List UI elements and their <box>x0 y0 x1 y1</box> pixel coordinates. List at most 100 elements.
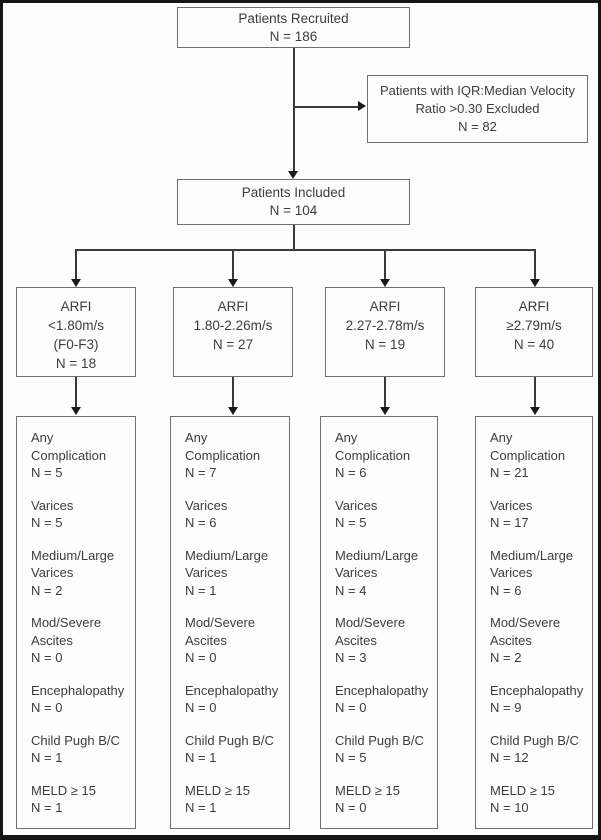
outcomes-box-1: Any Complication N = 5 Varices N = 5 Medium/… <box>16 416 136 829</box>
outcome-label: Child Pugh B/C <box>185 732 274 748</box>
outcome-item: Mod/Severe Ascites N = 0 <box>31 614 129 667</box>
arrowhead-outcomes-4 <box>530 407 540 415</box>
patients-included-box: Patients Included N = 104 <box>177 179 410 225</box>
drop-line-arm2 <box>232 249 234 279</box>
connector-arm4-outcomes <box>534 377 536 408</box>
box-text-line: (F0-F3) <box>53 337 99 352</box>
outcome-n-value: N = 5 <box>31 465 63 480</box>
outcome-label: Mod/Severe Ascites <box>185 615 256 648</box>
connector-arm3-outcomes <box>384 377 386 408</box>
box-text-line: N = 104 <box>269 203 318 218</box>
outcome-label: Encephalopathy <box>185 682 279 698</box>
outcome-label: Medium/Large Varices <box>490 547 574 581</box>
outcome-n-value: N = 2 <box>490 650 522 665</box>
outcome-n-value: N = 1 <box>185 800 217 815</box>
arrowhead-into-excluded <box>358 101 366 111</box>
arrowhead-arm4 <box>530 279 540 287</box>
box-text-line: N = 40 <box>513 337 555 352</box>
arrowhead-arm1 <box>71 279 81 287</box>
outcome-n-value: N = 5 <box>335 750 367 765</box>
outcome-label: Varices <box>335 497 378 513</box>
outcome-n-value: N = 0 <box>335 700 367 715</box>
arrowhead-arm3 <box>380 279 390 287</box>
outcome-item: Any Complication N = 21 <box>490 429 586 482</box>
box-text-line: 2.27-2.78m/s <box>345 318 425 333</box>
outcome-label: Child Pugh B/C <box>490 732 579 748</box>
outcome-label: MELD ≥ 15 <box>31 782 96 798</box>
outcome-n-value: N = 0 <box>31 650 63 665</box>
outcome-item: Varices N = 5 <box>31 497 129 532</box>
box-text-line: ARFI <box>60 299 92 314</box>
arrowhead-outcomes-2 <box>228 407 238 415</box>
box-text-line: N = 18 <box>55 356 97 371</box>
outcome-item: Any Complication N = 5 <box>31 429 129 482</box>
outcome-n-value: N = 3 <box>335 650 367 665</box>
arrowhead-outcomes-3 <box>380 407 390 415</box>
box-text-line: N = 82 <box>458 119 497 134</box>
outcome-label: Child Pugh B/C <box>31 732 120 748</box>
box-text-line: ARFI <box>518 299 550 314</box>
outcome-n-value: N = 5 <box>31 515 63 530</box>
outcome-n-value: N = 1 <box>185 750 217 765</box>
outcome-n-value: N = 21 <box>490 465 529 480</box>
connector-to-excluded <box>294 106 358 108</box>
box-text-line: Ratio >0.30 Excluded <box>415 101 540 116</box>
box-text-line: 1.80-2.26m/s <box>193 318 273 333</box>
outcome-n-value: N = 0 <box>185 700 217 715</box>
outcome-n-value: N = 4 <box>335 582 367 598</box>
outcome-n-value: N = 6 <box>490 582 522 598</box>
outcome-label: Medium/Large Varices <box>185 547 269 581</box>
outcome-label: Encephalopathy <box>490 682 584 698</box>
drop-line-arm4 <box>534 249 536 279</box>
connector-arm1-outcomes <box>75 377 77 408</box>
outcome-label: Encephalopathy <box>31 682 125 698</box>
outcome-label: Child Pugh B/C <box>335 732 424 748</box>
outcome-label: Medium/Large Varices <box>335 547 419 581</box>
arrowhead-outcomes-1 <box>71 407 81 415</box>
outcome-label: Varices <box>31 497 74 513</box>
outcome-label: Varices <box>185 497 228 513</box>
outcome-item: Encephalopathy N = 0 <box>335 682 431 717</box>
outcome-n-value: N = 17 <box>490 515 529 530</box>
outcome-label: Any Complication <box>490 430 566 463</box>
box-text-line: Patients Recruited <box>238 10 349 26</box>
box-text-line: Patients Included <box>241 185 346 200</box>
outcome-label: Any Complication <box>31 430 107 463</box>
box-text-line: N = 19 <box>364 337 406 352</box>
outcome-item: Child Pugh B/C N = 12 <box>490 732 586 767</box>
box-text-line: ≥2.79m/s <box>506 318 562 333</box>
outcome-label: Any Complication <box>185 430 261 463</box>
outcome-n-value: N = 0 <box>335 800 367 815</box>
outcome-label: Encephalopathy <box>335 682 429 698</box>
box-text-line: N = 27 <box>212 337 254 352</box>
outcome-item: Encephalopathy N = 0 <box>185 682 283 717</box>
outcome-item: Child Pugh B/C N = 1 <box>185 732 283 767</box>
drop-line-arm3 <box>384 249 386 279</box>
outcome-n-value: N = 12 <box>490 750 529 765</box>
outcome-item: Child Pugh B/C N = 5 <box>335 732 431 767</box>
outcome-n-value: N = 1 <box>31 800 63 815</box>
arfi-box-4: ARFI ≥2.79m/s N = 40 <box>475 287 593 377</box>
outcome-label: Mod/Severe Ascites <box>31 615 102 648</box>
outcome-item: MELD ≥ 15 N = 1 <box>31 782 129 817</box>
arfi-box-1: ARFI<1.80m/s(F0-F3)N = 18 <box>16 287 136 377</box>
